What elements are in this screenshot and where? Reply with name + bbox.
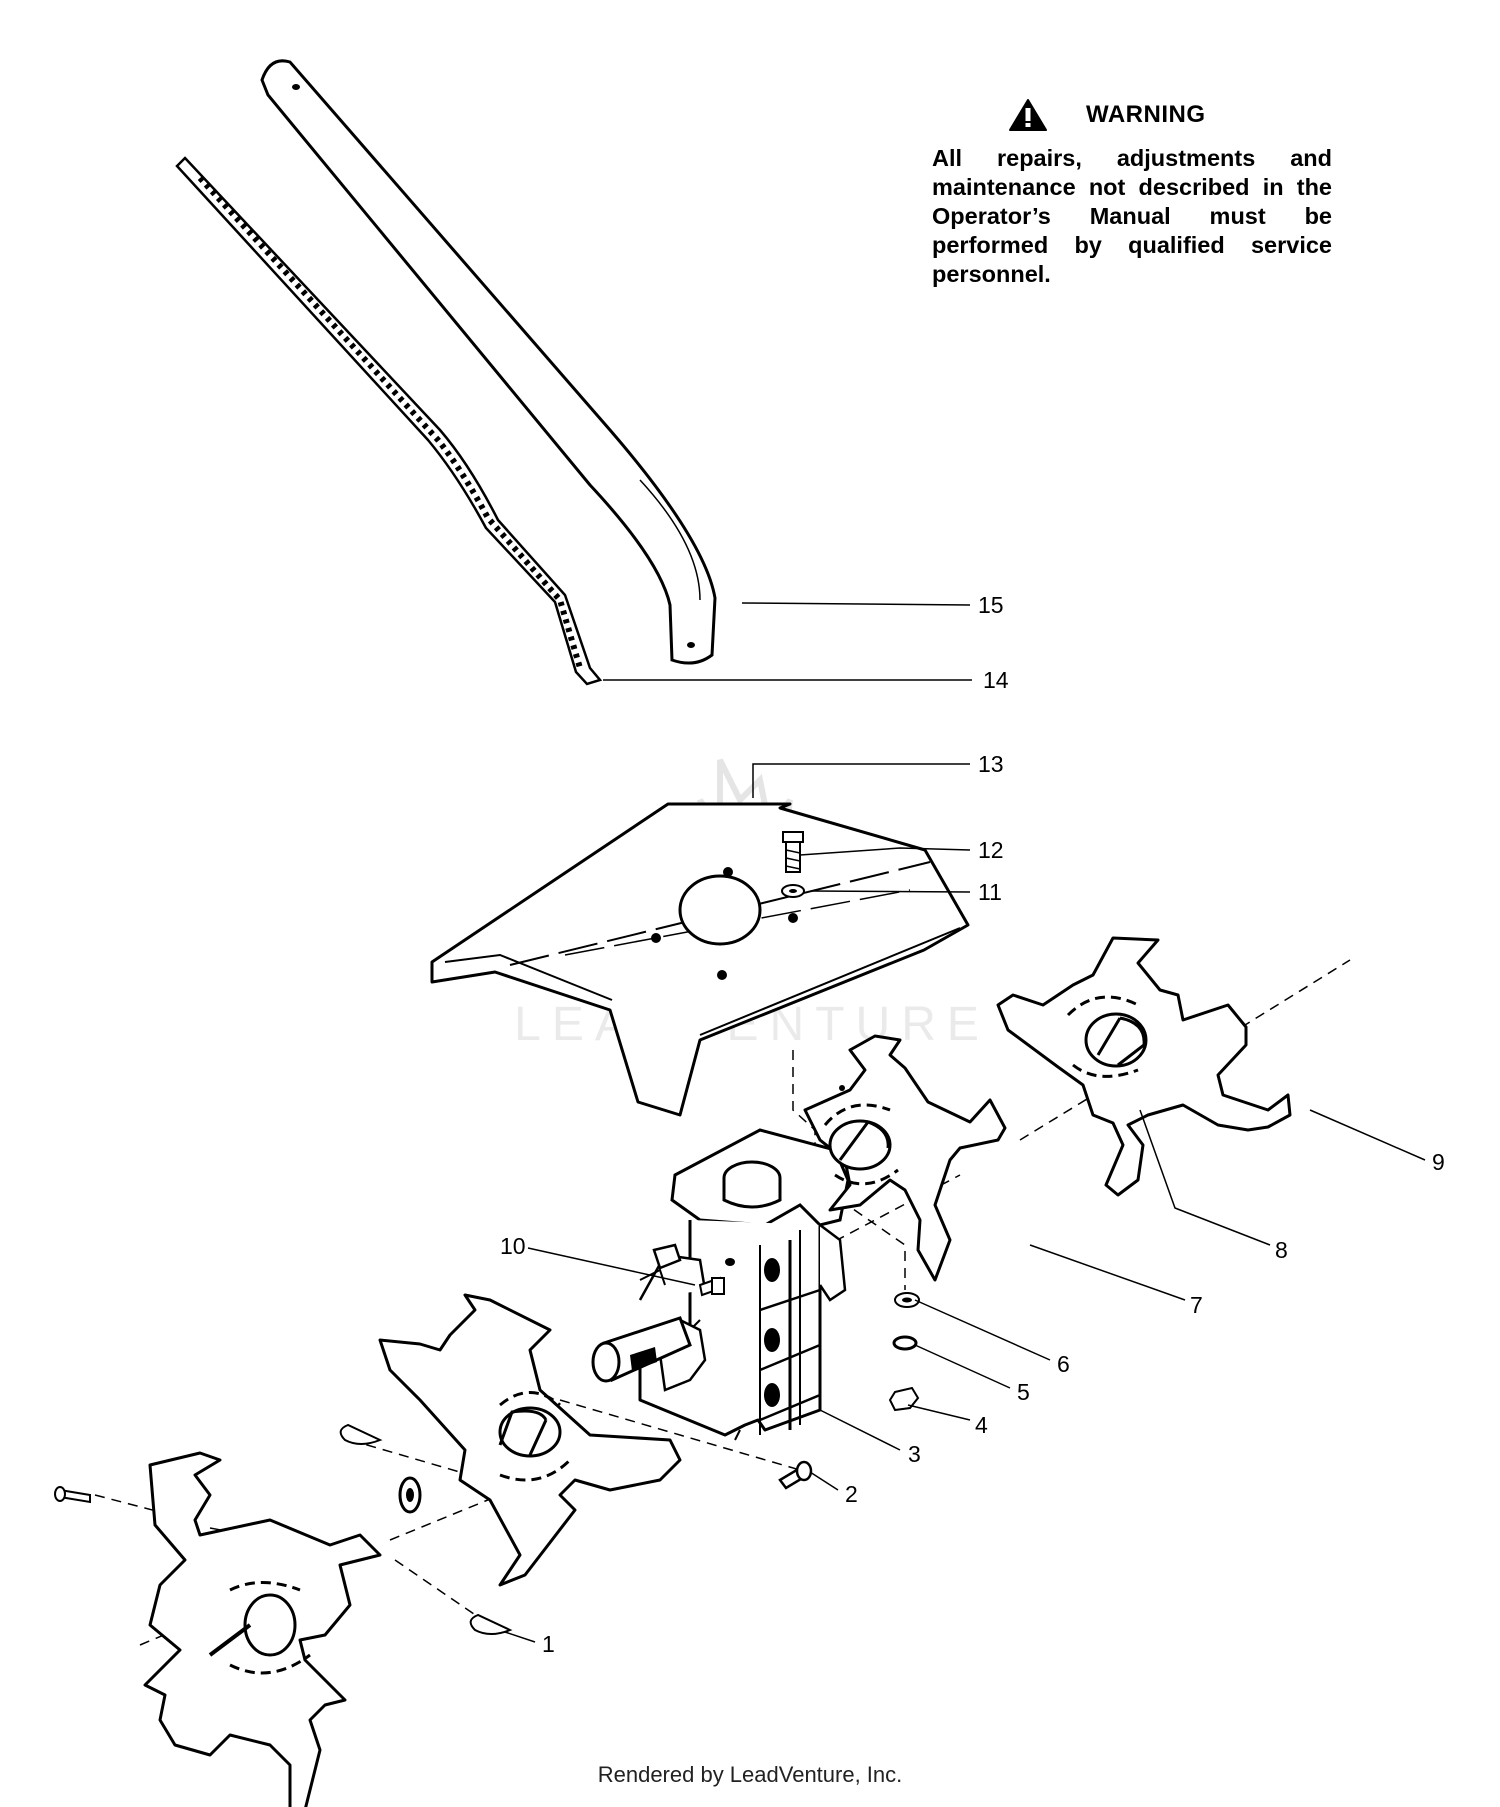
part-3-transmission <box>591 1128 850 1441</box>
part-14-cable <box>175 156 603 686</box>
warning-header: WARNING <box>1008 96 1332 134</box>
leader-lines <box>504 602 1426 1643</box>
part-9-outer-tine <box>996 936 1292 1197</box>
part-5-lock-washer <box>892 1335 918 1351</box>
callout-14: 14 <box>983 667 1009 693</box>
footer-credit: Rendered by LeadVenture, Inc. <box>597 1762 903 1787</box>
callout-11: 11 <box>978 879 1002 905</box>
part-4-nut <box>888 1386 920 1412</box>
callout-4: 4 <box>975 1412 988 1438</box>
callout-2: 2 <box>845 1481 858 1507</box>
warning-notice: WARNING All repairs, adjustments and mai… <box>932 96 1332 289</box>
warning-title: WARNING <box>1086 101 1206 128</box>
callout-10: 10 <box>500 1233 526 1259</box>
callout-12: 12 <box>978 837 1004 863</box>
callout-7: 7 <box>1190 1292 1203 1318</box>
part-6-washer <box>894 1292 920 1308</box>
callout-labels: 15 14 13 12 11 10 9 8 7 6 5 4 3 2 1 <box>500 592 1445 1657</box>
part-10-bolt <box>698 1276 725 1297</box>
callout-9: 9 <box>1432 1149 1445 1175</box>
outer-left-tine <box>143 1451 382 1807</box>
part-12-bolt <box>782 831 804 873</box>
callout-1: 1 <box>542 1631 555 1657</box>
part-7-inner-tine <box>803 1034 1007 1282</box>
callout-3: 3 <box>908 1441 921 1467</box>
warning-triangle-icon <box>1009 99 1047 131</box>
callout-6: 6 <box>1057 1351 1070 1377</box>
callout-13: 13 <box>978 751 1004 777</box>
callout-8: 8 <box>1275 1237 1288 1263</box>
callout-5: 5 <box>1017 1379 1030 1405</box>
inner-left-tine <box>378 1293 682 1587</box>
part-11-washer <box>781 884 805 898</box>
part-13-tine-shield <box>430 802 970 1117</box>
part-2-clevis-pin <box>778 1460 813 1490</box>
part-15-handle-tube <box>260 59 717 665</box>
warning-text: All repairs, adjustments and maintenance… <box>932 145 1332 287</box>
callout-15: 15 <box>978 592 1004 618</box>
spacer-washer-left <box>398 1476 422 1514</box>
part-1-hairpin-clips <box>54 1423 513 1635</box>
